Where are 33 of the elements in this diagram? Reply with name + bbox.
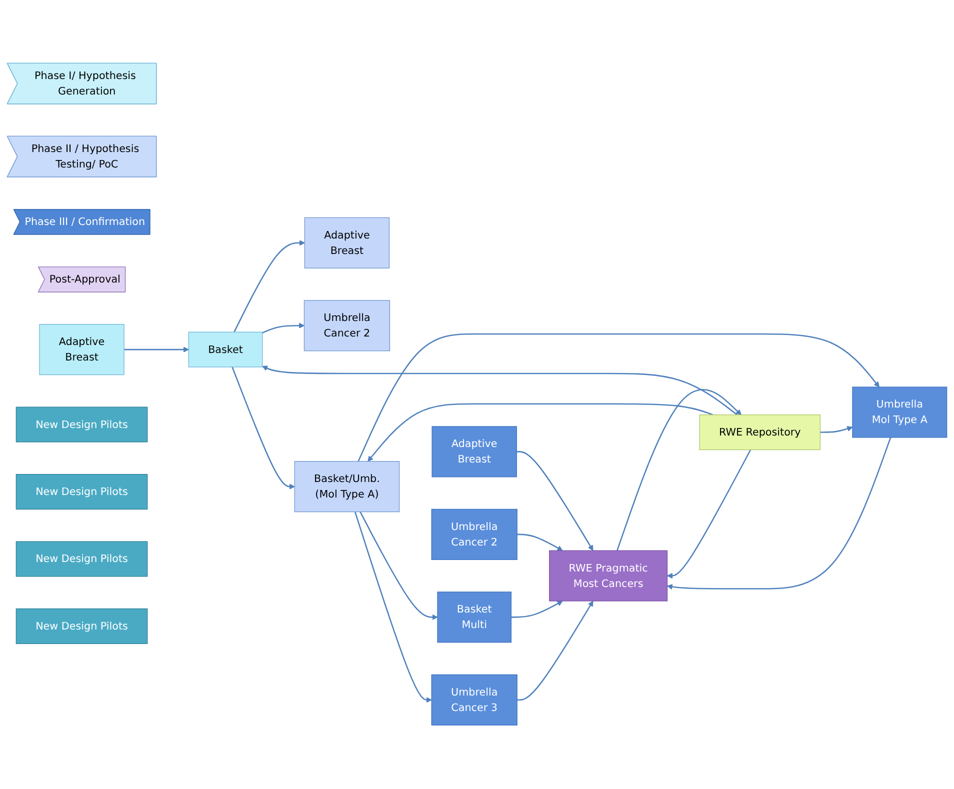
arrow (234, 240, 305, 333)
arrow (820, 426, 853, 434)
node-box: Umbrella Cancer 2 (304, 300, 390, 352)
arrow (368, 404, 714, 462)
arrow (262, 366, 738, 416)
arrow (262, 323, 304, 334)
arrow (360, 512, 438, 620)
node-box: RWE Repository (699, 414, 820, 450)
arrow (511, 601, 563, 618)
node-box: Basket Multi (437, 592, 512, 644)
arrow (517, 601, 594, 701)
node-box: Umbrella Mol Type A (852, 387, 948, 438)
node-box: Umbrella Cancer 2 (431, 509, 518, 560)
node-box: New Design Pilots (16, 608, 148, 644)
arrow (354, 512, 432, 704)
arrow (666, 450, 752, 579)
node-box: Adaptive Breast (432, 426, 517, 478)
arrow (517, 534, 563, 552)
node-box: Basket/Umb. (Mol Type A) (294, 461, 400, 512)
arrow (232, 367, 295, 490)
arrow (616, 389, 742, 552)
node-box: New Design Pilots (16, 542, 148, 578)
node-box: RWE Pragmatic Most Cancers (549, 550, 668, 602)
node-box: Adaptive Breast (304, 218, 390, 269)
arrow (666, 438, 892, 590)
node-box: Adaptive Breast (39, 324, 124, 376)
node-box: New Design Pilots (16, 474, 148, 510)
arrow (358, 334, 880, 462)
node-box: Umbrella Cancer 3 (431, 674, 518, 726)
arrow (516, 451, 594, 552)
node-box: Basket (188, 332, 263, 368)
node-box: New Design Pilots (16, 407, 148, 443)
arrow (124, 347, 189, 353)
